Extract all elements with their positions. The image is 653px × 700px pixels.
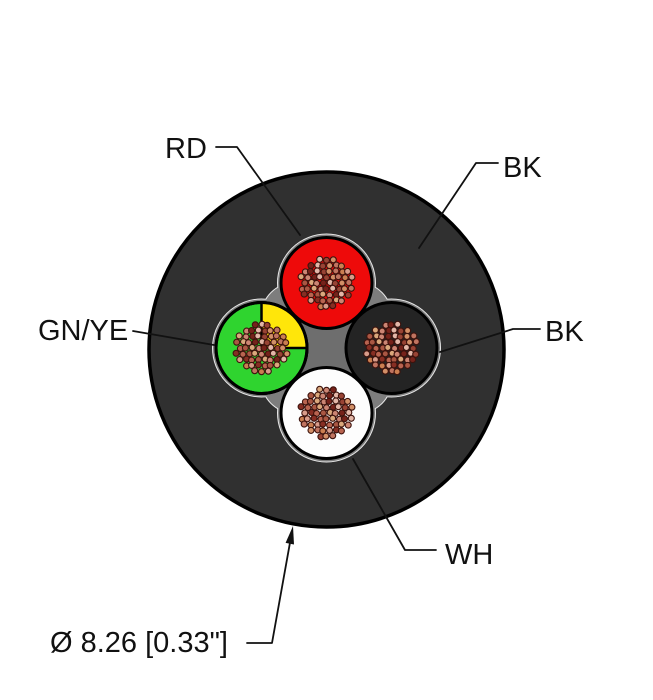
- strand-cluster: [297, 255, 356, 311]
- leader-wh: [352, 458, 437, 551]
- leader-bk-conductor: [439, 328, 541, 353]
- label-diameter: Ø 8.26 [0.33"]: [50, 627, 228, 659]
- label-gnye: GN/YE: [38, 315, 128, 347]
- leader-rd: [215, 146, 301, 236]
- conductor-green-yellow-outline: [214, 301, 309, 395]
- leader-bk-jacket: [418, 162, 499, 249]
- strand-cluster: [363, 320, 420, 376]
- label-bk-conductor: BK: [545, 316, 584, 348]
- strand-cluster: [232, 320, 291, 376]
- diameter-arrowhead-icon: [285, 526, 294, 545]
- labels: RD BK GN/YE BK WH Ø 8.26 [0.33"]: [38, 133, 584, 659]
- strand-cluster: [297, 385, 356, 441]
- leader-gnye: [132, 330, 215, 346]
- label-wh: WH: [445, 539, 493, 571]
- leader-lines: [132, 146, 541, 644]
- label-rd: RD: [165, 133, 207, 165]
- label-bk-jacket: BK: [503, 152, 542, 184]
- leader-diameter: [246, 542, 291, 644]
- copper-strands: [232, 255, 420, 441]
